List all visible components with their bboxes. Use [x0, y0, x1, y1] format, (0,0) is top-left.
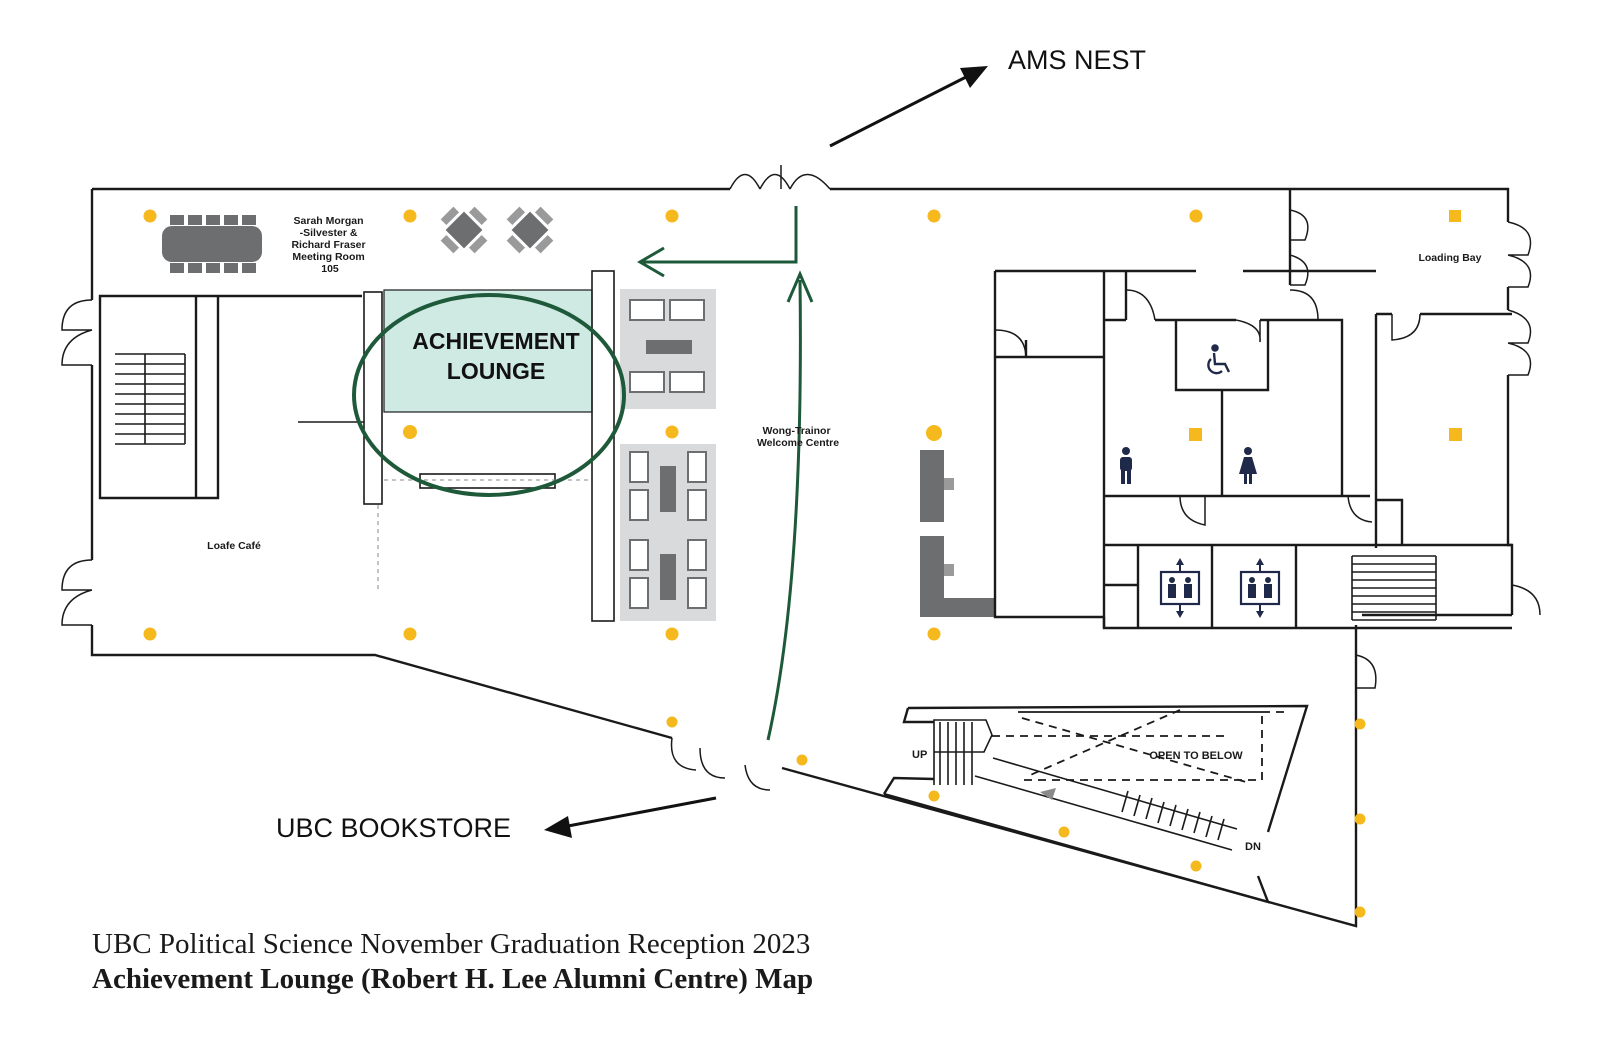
direction-arrows: [544, 66, 988, 838]
route-path-top: [640, 206, 798, 264]
wheelchair-icon: [1207, 344, 1231, 375]
east-rooms: [993, 269, 1512, 630]
lounge-seating: [620, 289, 716, 621]
achievement-lounge-highlight: [352, 293, 626, 497]
ubc-bookstore-arrow: [567, 796, 717, 828]
route-overlay: [352, 206, 814, 741]
achievement-lounge-label-line2: LOUNGE: [447, 358, 545, 384]
accessible-restroom: [1207, 344, 1231, 375]
map-caption-title: UBC Political Science November Graduatio…: [92, 928, 811, 960]
meeting-table: [162, 215, 262, 273]
loafe-cafe-label: Loafe Café: [207, 540, 261, 552]
welcome-counters: [920, 410, 996, 617]
lounge-tables: [440, 206, 554, 254]
achievement-lounge-area: [298, 270, 615, 622]
meeting-room-label: Sarah Morgan -Silvester & Richard Fraser…: [291, 215, 368, 275]
stair-down-label: DN: [1245, 841, 1261, 853]
lower-stair-area: [882, 704, 1309, 904]
elevator-icon: [1159, 558, 1201, 618]
men-restroom-icon: [1120, 447, 1132, 484]
map-caption-subtitle: Achievement Lounge (Robert H. Lee Alumni…: [92, 963, 814, 995]
route-arrow-left: [637, 246, 665, 278]
women-restroom-icon: [1239, 447, 1257, 484]
welcome-centre-label: Wong-Trainor Welcome Centre: [757, 425, 839, 449]
ams-nest-label: AMS NEST: [1008, 45, 1146, 75]
exterior-doors: [61, 165, 1541, 791]
ams-nest-arrow: [829, 73, 971, 148]
loading-bay-label: Loading Bay: [1418, 252, 1481, 264]
ubc-bookstore-label: UBC BOOKSTORE: [276, 813, 511, 843]
achievement-lounge-label-line1: ACHIEVEMENT: [412, 328, 579, 354]
open-to-below-label: OPEN TO BELOW: [1149, 750, 1243, 762]
ceiling-lights: [143, 209, 1462, 918]
stair-up-label: UP: [912, 749, 927, 761]
route-arrow-up: [786, 270, 814, 303]
route-path: [766, 279, 802, 741]
west-stairwell: [98, 294, 362, 500]
elevator-icon: [1239, 558, 1281, 618]
